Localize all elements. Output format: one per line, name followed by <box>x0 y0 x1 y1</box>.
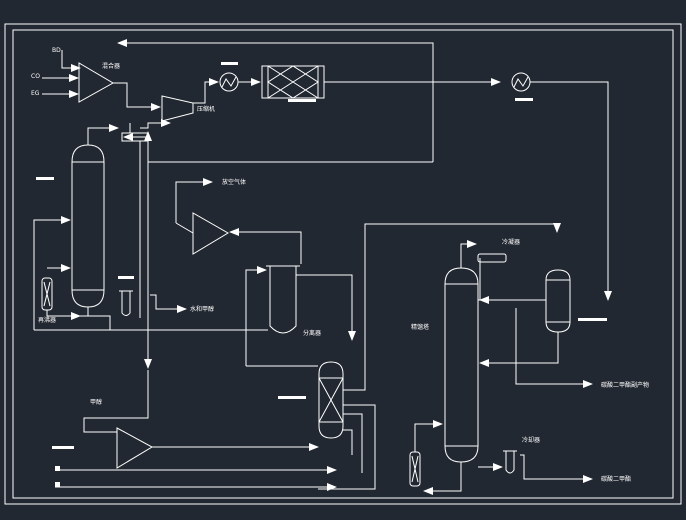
separator-icon <box>266 265 300 334</box>
bottom-tank <box>119 290 133 316</box>
reactor-tag <box>288 99 316 102</box>
inner-frame <box>12 29 674 499</box>
column-to-byproduct-line <box>515 308 593 388</box>
heat-exchanger-icon <box>511 72 531 92</box>
reboiler-icon <box>409 451 421 487</box>
hx2-to-reboiler-line <box>530 81 612 301</box>
feed-b-marker <box>55 482 60 487</box>
methanol-inlet-line <box>83 370 149 433</box>
label-bd: BD <box>52 47 61 54</box>
distillation-column-icon <box>444 267 479 463</box>
label-methanol: 甲醇 <box>90 398 102 406</box>
separator-to-vent-line <box>229 228 302 264</box>
recycle-bd-line <box>117 39 434 162</box>
reboiler-icon <box>41 277 53 311</box>
bottom-tank-tag <box>118 276 134 279</box>
hx1-tag <box>221 62 238 65</box>
label-compressor: 压缩机 <box>197 105 215 113</box>
heat-exchanger-icon <box>219 72 239 92</box>
reactor2-side-lines <box>318 404 376 490</box>
right-reboiler-bottom-line <box>423 462 462 495</box>
label-mixer: 混合器 <box>102 62 120 70</box>
label-eg: EG <box>31 90 40 97</box>
label-cooler: 冷却器 <box>522 436 540 444</box>
label-byproduct: 碳酸二甲酯副产物 <box>601 381 649 389</box>
column-left-side-feed-line <box>33 216 71 330</box>
label-product-tower: 精馏塔 <box>411 323 429 331</box>
reactor2-tag <box>278 396 306 399</box>
methanol-feed-tag <box>52 446 74 449</box>
distillation-column-icon <box>71 144 105 308</box>
column-right-overhead-line <box>460 240 477 268</box>
compressor-icon <box>161 95 194 122</box>
mixer-to-compressor-line <box>113 82 161 111</box>
reboiler-right-tag <box>578 318 607 321</box>
condenser-right <box>477 253 507 263</box>
reboiler-left-bottom-line <box>46 310 81 320</box>
outer-frame <box>4 23 682 505</box>
right-reboiler-top-line <box>414 420 443 452</box>
fixed-bed-reactor-icon <box>261 65 325 99</box>
compressor-to-hx1-line <box>193 78 219 104</box>
vent-compressor-input-line <box>175 222 194 234</box>
mixer-triangle-icon <box>78 62 115 103</box>
column-left-tag <box>36 177 54 180</box>
vent-compressor-icon <box>192 212 229 255</box>
hx2-tag <box>515 98 533 101</box>
label-reboiler-left: 再沸器 <box>38 316 56 324</box>
column-left-overhead-line <box>87 124 119 145</box>
label-water-methanol: 水和甲醇 <box>190 305 214 313</box>
methanol-pump-icon <box>116 427 154 469</box>
cooler-to-product-line <box>520 454 593 483</box>
feed-a-marker <box>55 466 60 471</box>
reboiler-bottom-line <box>479 332 559 367</box>
fixed-bed-reactor-icon <box>318 361 344 439</box>
recycle-return-line <box>144 131 433 163</box>
cooler-icon <box>503 450 517 474</box>
label-co: CO <box>31 73 40 80</box>
feed-bd-line <box>61 50 81 72</box>
vent-gas-line <box>175 178 213 223</box>
label-dmc-product: 碳酸二甲酯 <box>601 475 631 483</box>
separator-feed-line <box>245 266 267 366</box>
reactor2-top-line <box>343 223 561 391</box>
reboiler-icon <box>545 269 571 333</box>
label-vent-gas: 放空气体 <box>222 178 246 186</box>
separator-to-reactor2-line <box>296 274 356 341</box>
water-methanol-line <box>150 294 187 313</box>
label-separator: 分离器 <box>303 329 321 337</box>
column-left-to-compressor-line <box>140 119 171 129</box>
label-condenser: 冷凝器 <box>502 238 520 246</box>
methanol-drop-line <box>140 141 148 368</box>
